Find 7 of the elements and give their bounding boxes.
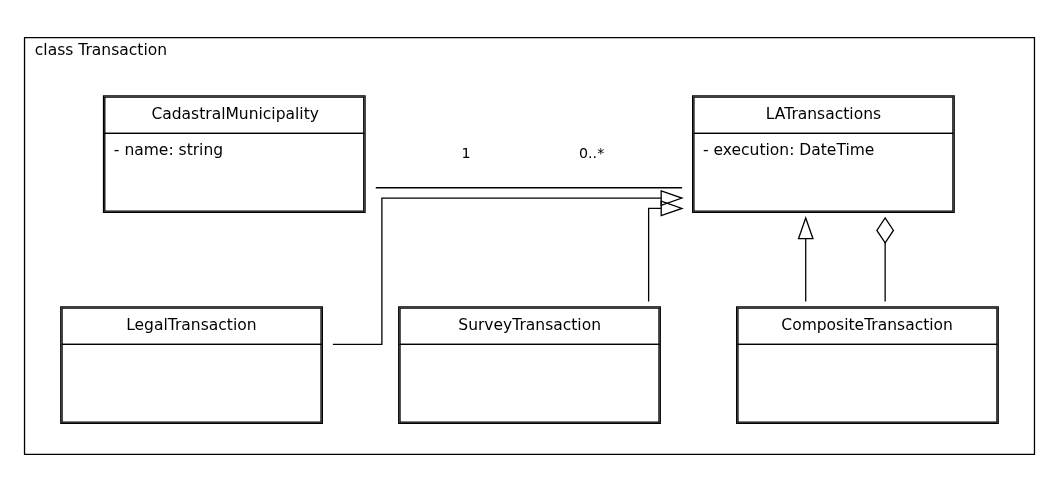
arrow — [797, 216, 814, 303]
arrow — [647, 200, 684, 303]
arrow — [332, 189, 684, 346]
connector — [876, 216, 895, 303]
connector — [375, 187, 683, 189]
label: 0..* — [579, 144, 605, 161]
label: 1 — [461, 144, 471, 161]
